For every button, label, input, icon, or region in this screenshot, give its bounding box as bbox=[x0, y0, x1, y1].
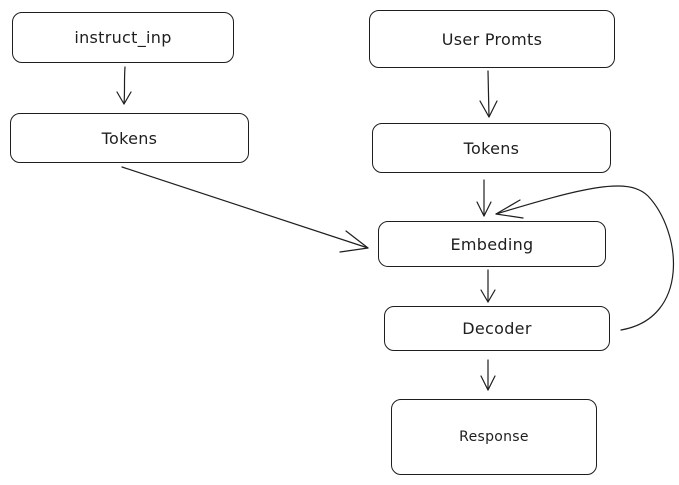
node-decoder-label: Decoder bbox=[462, 319, 532, 338]
edge-tokens-right-to-embedding bbox=[476, 179, 492, 217]
node-instruct-inp-label: instruct_inp bbox=[74, 28, 172, 47]
node-user-prompts-label: User Promts bbox=[441, 29, 543, 49]
node-response-label: Response bbox=[459, 429, 529, 445]
edge-user-prompts-to-tokens-right bbox=[479, 70, 498, 118]
node-tokens-left-label: Tokens bbox=[101, 128, 158, 148]
edge-tokens-left-to-embedding bbox=[121, 166, 369, 253]
node-decoder: Decoder bbox=[384, 306, 610, 351]
edge-instruct-to-tokens-left bbox=[116, 66, 132, 105]
node-embedding: Embeding bbox=[378, 221, 606, 267]
node-tokens-right-label: Tokens bbox=[463, 138, 520, 158]
edge-decoder-to-response bbox=[480, 359, 496, 391]
node-embedding-label: Embeding bbox=[450, 234, 534, 254]
node-user-prompts: User Promts bbox=[369, 10, 615, 68]
edge-embedding-to-decoder bbox=[480, 269, 496, 303]
node-tokens-right: Tokens bbox=[372, 123, 611, 173]
node-response: Response bbox=[391, 399, 597, 475]
node-tokens-left: Tokens bbox=[10, 113, 249, 163]
node-instruct-inp: instruct_inp bbox=[12, 12, 234, 63]
edge-decoder-feedback-loop bbox=[495, 185, 675, 331]
